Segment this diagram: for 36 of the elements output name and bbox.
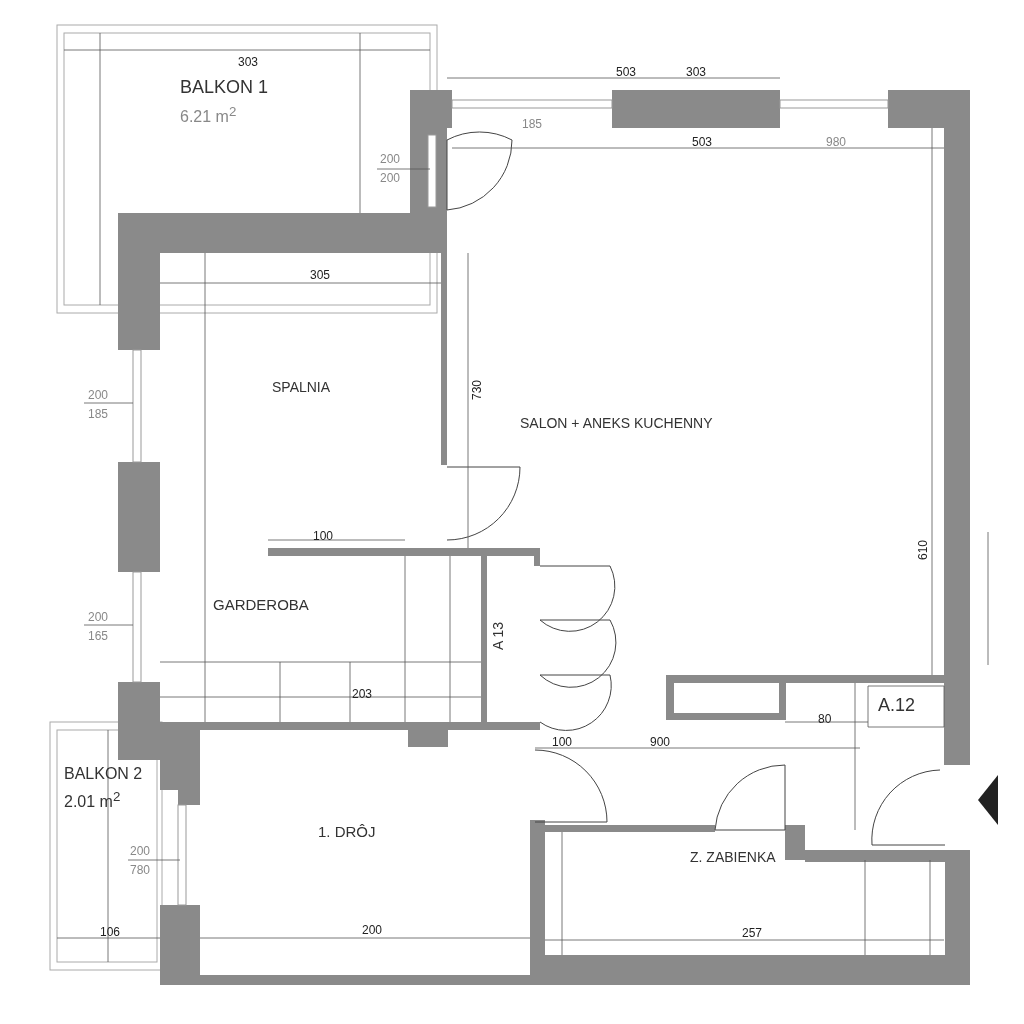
dimension-label: 80 (818, 713, 832, 725)
dimension-label: 200 (380, 172, 401, 184)
dimension-label: 503 (692, 136, 713, 148)
dimension-label: 610 (917, 540, 929, 561)
dimension-label: 203 (352, 688, 373, 700)
room-name: GARDEROBA (213, 597, 309, 612)
dimension-label: 303 (686, 66, 707, 78)
room-name: BALKON 2 (64, 766, 143, 782)
dimension-label: 185 (522, 118, 543, 130)
dimension-label: 200 (362, 924, 383, 936)
dimension-label: 900 (650, 736, 671, 748)
dimension-label: 100 (313, 530, 334, 542)
dimension-label: 200 (88, 389, 109, 401)
dimension-label: 503 (616, 66, 637, 78)
dimension-label: 200 (130, 845, 151, 857)
dimension-label: 200 (380, 153, 401, 165)
dimension-label: 780 (130, 864, 151, 876)
dimension-label: 730 (471, 380, 483, 401)
dimension-label: 980 (826, 136, 847, 148)
dimension-label: 257 (742, 927, 763, 939)
room-name: BALKON 1 (180, 78, 269, 96)
room-name: Z. ZABIENKA (690, 850, 776, 864)
room-name: SALON + ANEKS KUCHENNY (520, 416, 713, 430)
dimension-label: 200 (88, 611, 109, 623)
area-value: 6.21 m$^{2}$ (180, 105, 237, 126)
dimension-label: 185 (88, 408, 109, 420)
room-name: 1. DRÔJ (318, 824, 376, 839)
area-value: 2.01 m$^{2}$ (64, 790, 121, 811)
dimension-label: 165 (88, 630, 109, 642)
dimension-label: 305 (310, 269, 331, 281)
dimension-label: 303 (238, 56, 259, 68)
room-name: SPALNIA (272, 380, 331, 394)
room-name: A.12 (878, 696, 916, 714)
room-name: A 13 (491, 622, 505, 651)
dimension-label: 106 (100, 926, 121, 938)
dimension-label: 100 (552, 736, 573, 748)
